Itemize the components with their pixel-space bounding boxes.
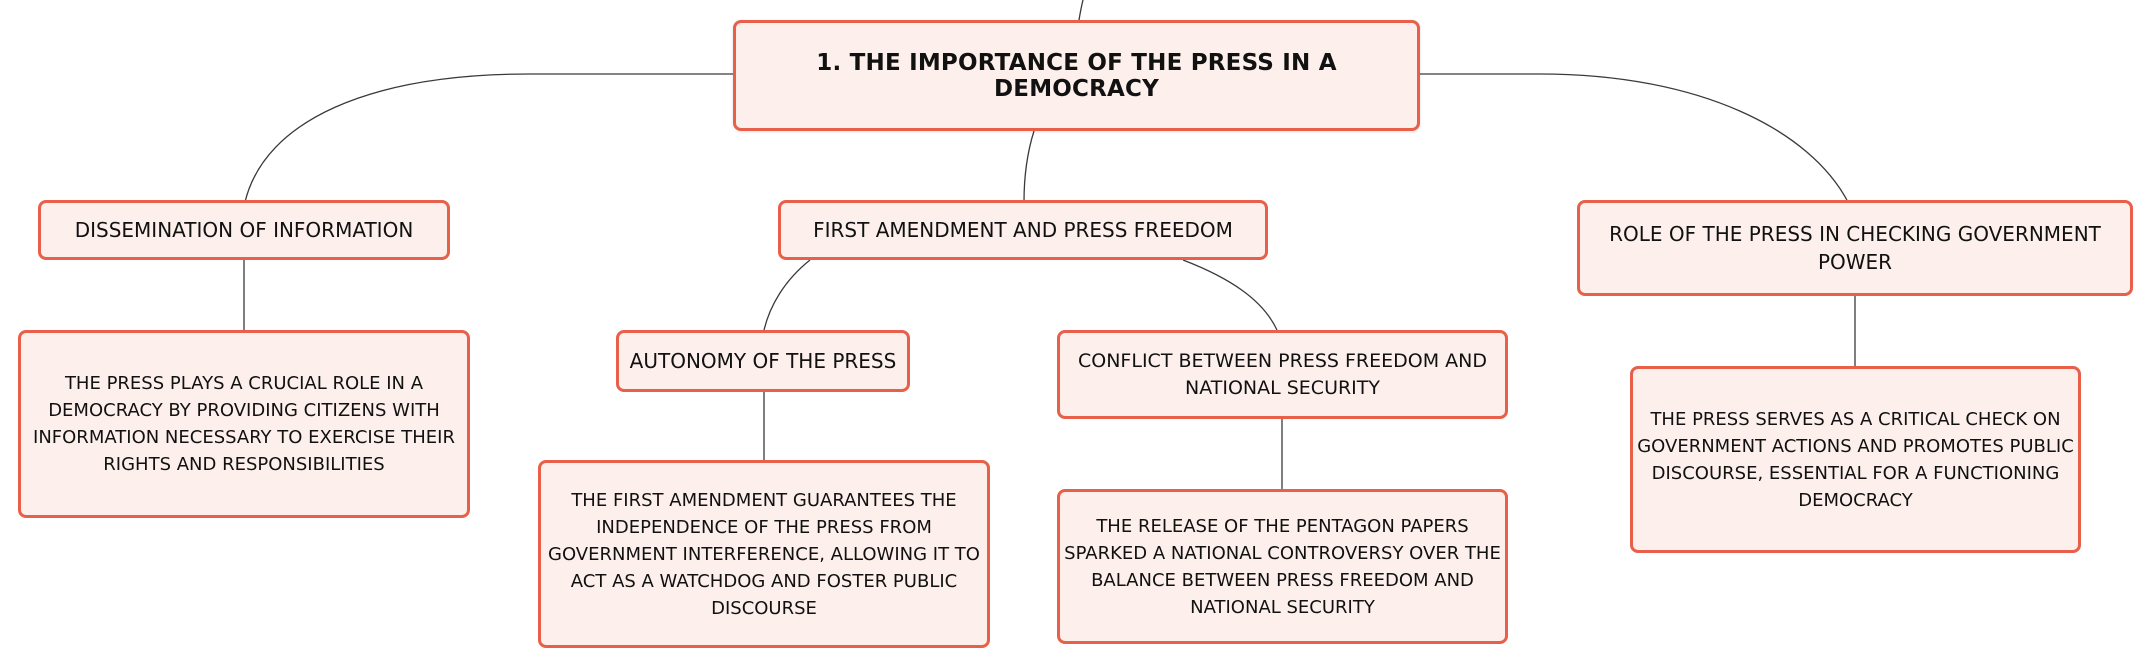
- detail-text: THE PRESS PLAYS A CRUCIAL ROLE IN A DEMO…: [33, 373, 455, 475]
- detail-text: THE RELEASE OF THE PENTAGON PAPERS SPARK…: [1064, 515, 1501, 618]
- topic-label: DISSEMINATION OF INFORMATION: [74, 218, 414, 242]
- connector-root-to-first-amendment: [1023, 130, 1035, 203]
- detail-role-of-press-in-checking-government-power[interactable]: THE PRESS SERVES AS A CRITICAL CHECK ON …: [1630, 366, 2081, 553]
- connector-first-amendment-to-conflict: [1182, 259, 1278, 331]
- connector-first-amendment-to-autonomy: [763, 259, 811, 331]
- subtopic-conflict-press-freedom-national-security[interactable]: CONFLICT BETWEEN PRESS FREEDOM AND NATIO…: [1057, 330, 1508, 419]
- connector-incoming-to-root: [1078, 0, 1084, 21]
- detail-text: THE PRESS SERVES AS A CRITICAL CHECK ON …: [1637, 408, 2074, 511]
- subtopic-autonomy-of-the-press[interactable]: AUTONOMY OF THE PRESS: [616, 330, 910, 392]
- root-topic-label: 1. THE IMPORTANCE OF THE PRESS IN A DEMO…: [816, 49, 1337, 102]
- topic-first-amendment-and-press-freedom[interactable]: FIRST AMENDMENT AND PRESS FREEDOM: [778, 200, 1268, 260]
- subtopic-label: CONFLICT BETWEEN PRESS FREEDOM AND NATIO…: [1078, 349, 1487, 399]
- topic-label: FIRST AMENDMENT AND PRESS FREEDOM: [813, 218, 1233, 242]
- topic-role-of-press-in-checking-government-power[interactable]: ROLE OF THE PRESS IN CHECKING GOVERNMENT…: [1577, 200, 2133, 296]
- connector-root-to-dissemination: [244, 73, 733, 203]
- topic-dissemination-of-information[interactable]: DISSEMINATION OF INFORMATION: [38, 200, 450, 260]
- subtopic-label: AUTONOMY OF THE PRESS: [629, 349, 897, 373]
- detail-conflict-press-freedom-national-security[interactable]: THE RELEASE OF THE PENTAGON PAPERS SPARK…: [1057, 489, 1508, 644]
- root-topic[interactable]: 1. THE IMPORTANCE OF THE PRESS IN A DEMO…: [733, 20, 1420, 131]
- topic-label: ROLE OF THE PRESS IN CHECKING GOVERNMENT…: [1609, 222, 2101, 274]
- detail-autonomy-of-the-press[interactable]: THE FIRST AMENDMENT GUARANTEES THE INDEP…: [538, 460, 990, 648]
- detail-dissemination-of-information[interactable]: THE PRESS PLAYS A CRUCIAL ROLE IN A DEMO…: [18, 330, 470, 518]
- connector-root-to-checking-power: [1420, 73, 1849, 203]
- detail-text: THE FIRST AMENDMENT GUARANTEES THE INDEP…: [548, 489, 980, 619]
